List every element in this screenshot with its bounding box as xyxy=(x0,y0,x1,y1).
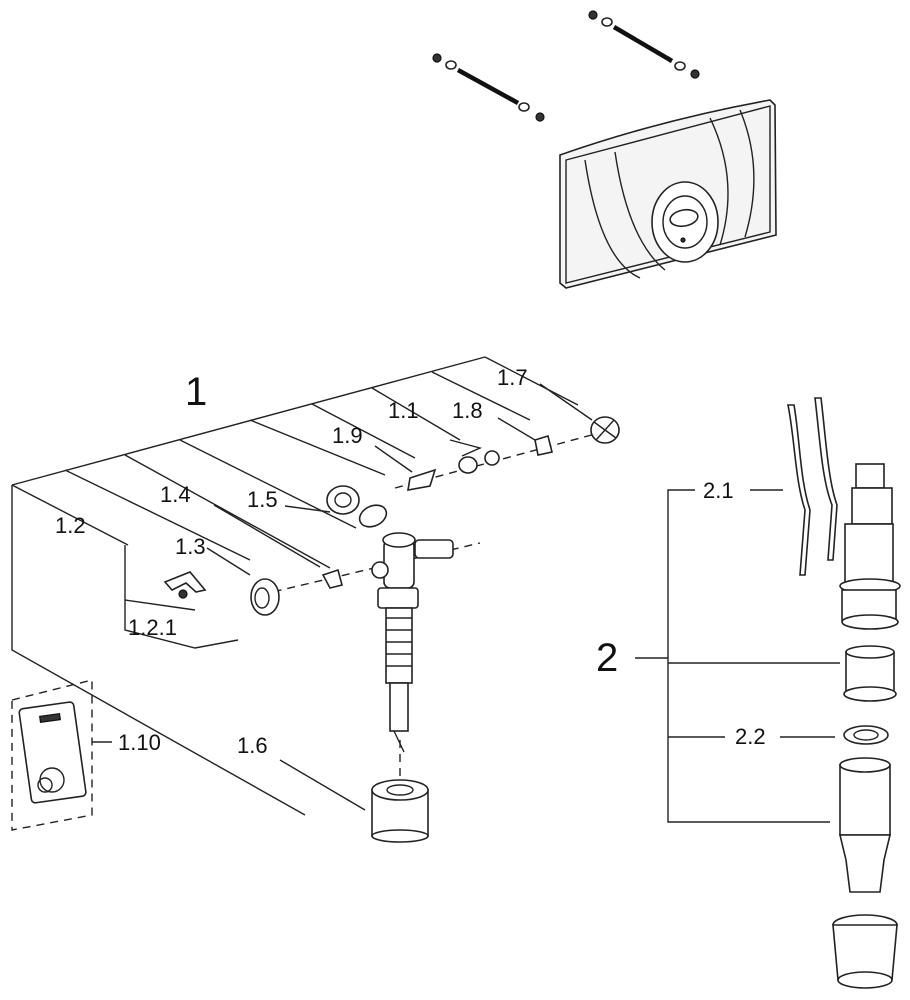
part-1-3-nut xyxy=(250,578,280,616)
part-1-8-cap xyxy=(534,434,553,456)
part-1-5-ring xyxy=(326,485,388,528)
part-1-2-clip xyxy=(163,571,207,599)
assembly-2-frame xyxy=(635,489,840,823)
part-1-1-nut xyxy=(458,450,500,474)
mounting-bolt-left xyxy=(432,53,545,122)
flush-valve-body xyxy=(838,757,892,893)
part-1-4-cone xyxy=(321,568,343,589)
flush-valve-collar xyxy=(843,645,897,702)
assembly-1-frame xyxy=(11,356,579,816)
part-1-9-pin xyxy=(407,468,437,491)
cover-plate xyxy=(559,99,777,289)
flush-valve-head xyxy=(839,463,901,630)
part-1-6-sleeve xyxy=(371,779,429,843)
part-1-7-float xyxy=(590,416,620,444)
part-2-2-seal xyxy=(843,725,889,745)
part-1-10-package xyxy=(11,679,93,831)
part-2-1-tubes xyxy=(787,397,838,576)
fill-valve-body xyxy=(371,532,454,753)
flush-valve-outlet xyxy=(832,914,898,989)
mounting-bolt-right xyxy=(588,10,700,79)
